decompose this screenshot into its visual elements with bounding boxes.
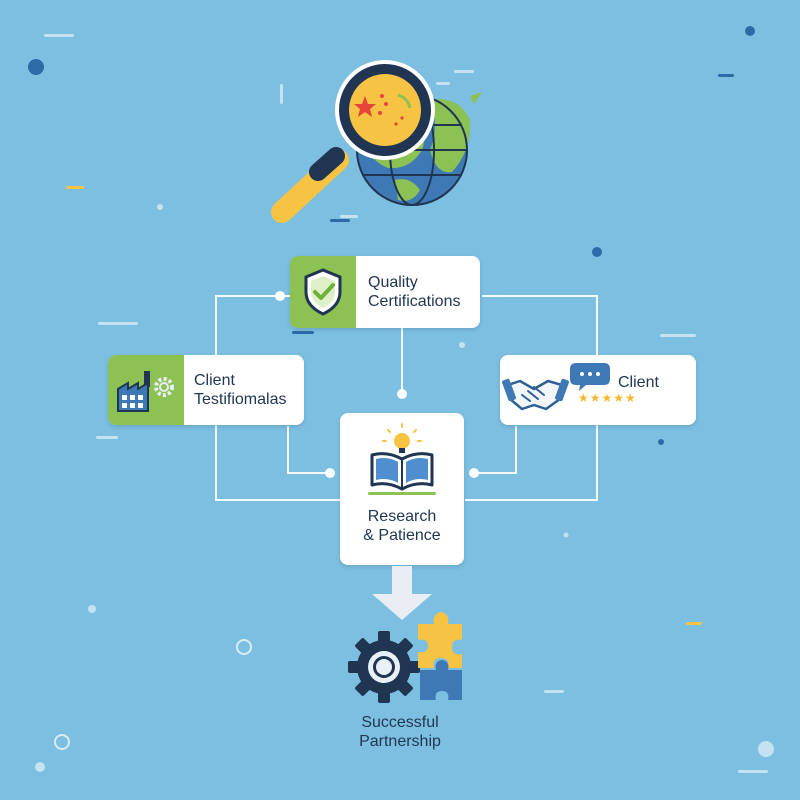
quality-certifications-node: Quality Certifications: [290, 256, 480, 328]
quality-label-line2: Certifications: [368, 293, 461, 310]
client-reviews-label: Client: [618, 374, 659, 391]
testimonials-label-line2: Testifiomalas: [194, 391, 287, 408]
shield-check-icon: [304, 268, 342, 316]
handshake-chat-icon: [502, 363, 610, 411]
testimonials-label-line1: Client: [194, 372, 235, 389]
client-reviews-node: Client ★★★★★: [500, 355, 696, 425]
quality-label-line1: Quality: [368, 274, 418, 291]
research-patience-node: Research & Patience: [340, 413, 464, 565]
research-label-line1: Research: [367, 508, 437, 525]
result-label-line2: Partnership: [359, 733, 441, 750]
rating-stars: ★★★★★: [578, 391, 637, 405]
factory-gear-icon: [117, 371, 174, 412]
research-label-line2: & Patience: [363, 527, 441, 544]
result-label-line1: Successful: [361, 714, 439, 731]
open-book-lightbulb-icon: [368, 423, 436, 495]
client-testimonials-node: Client Testifiomalas: [108, 355, 304, 425]
